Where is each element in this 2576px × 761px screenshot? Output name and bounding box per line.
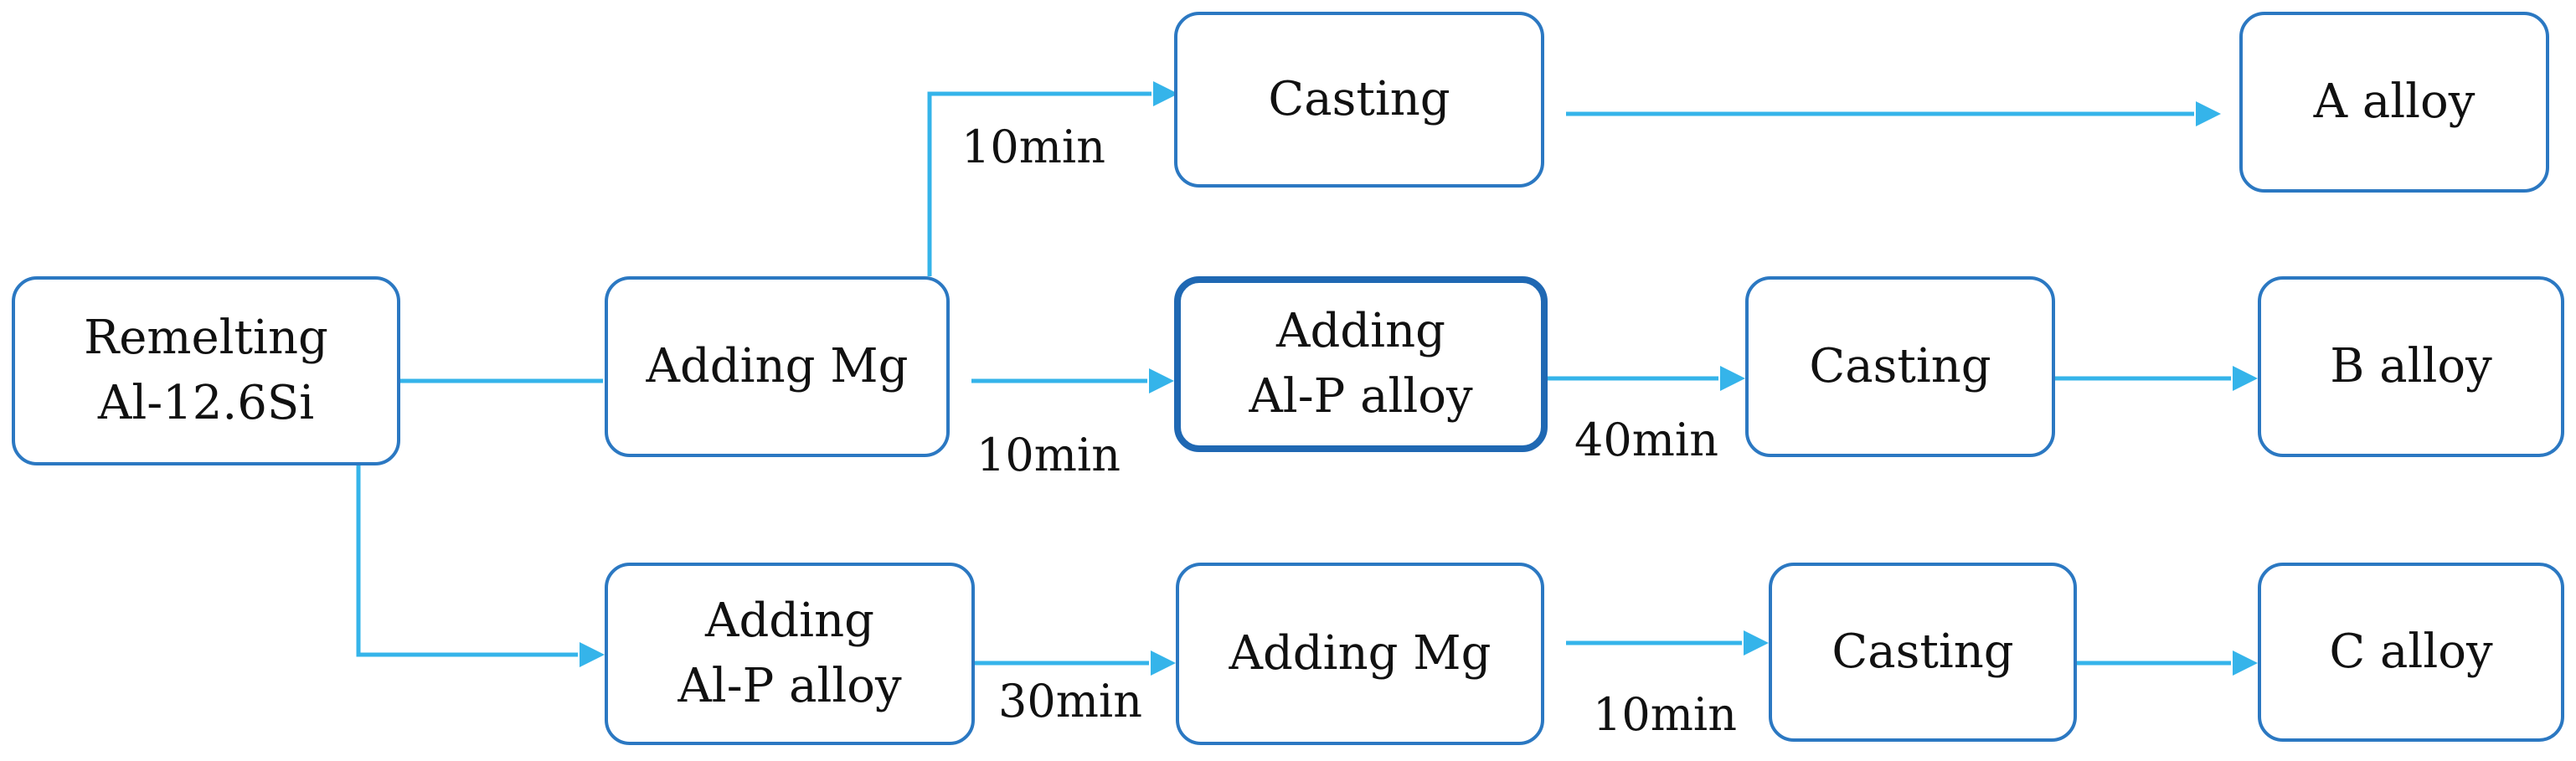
arrow-alp1-to-casting-b xyxy=(1548,366,1745,391)
casting-box-b: Casting xyxy=(1745,276,2055,457)
adding-mg-box-2: Adding Mg xyxy=(1176,563,1544,745)
time-label-alp2-to-mg2: 30min xyxy=(998,675,1142,728)
alloy-c-box: C alloy xyxy=(2258,563,2564,742)
adding-al-p-2-line-1: Adding xyxy=(705,594,874,648)
casting-box-a: Casting xyxy=(1174,12,1544,188)
remelting-line-1: Remelting xyxy=(84,311,328,365)
remelting-box: Remelting Al-12.6Si xyxy=(12,276,400,465)
alloy-a-label: A alloy xyxy=(2313,75,2476,129)
arrow-remelt-to-mg1 xyxy=(400,368,630,393)
adding-al-p-box-1: Adding Al-P alloy xyxy=(1174,276,1548,452)
alloy-b-label: B alloy xyxy=(2330,339,2492,393)
adding-mg-label-1: Adding Mg xyxy=(646,339,909,393)
time-label-alp1-to-casting-b: 40min xyxy=(1574,414,1718,466)
arrow-alp2-to-mg2 xyxy=(975,650,1176,676)
casting-label-a: Casting xyxy=(1268,72,1450,126)
adding-al-p-1-line-2: Al-P alloy xyxy=(1249,369,1473,424)
adding-al-p-1-line-1: Adding xyxy=(1276,304,1445,358)
arrow-mg1-to-casting-a xyxy=(927,81,1178,276)
arrow-casting-c-to-alloy-c xyxy=(2077,650,2258,676)
casting-box-c: Casting xyxy=(1769,563,2077,742)
arrow-casting-b-to-alloy-b xyxy=(2055,366,2258,391)
remelting-line-2: Al-12.6Si xyxy=(97,376,315,430)
time-label-mg1-to-casting-a: 10min xyxy=(961,121,1105,173)
arrow-remelt-to-alp2 xyxy=(356,465,605,667)
casting-label-b: Casting xyxy=(1809,339,1991,393)
alloy-c-label: C alloy xyxy=(2329,625,2493,679)
alloy-a-box: A alloy xyxy=(2239,12,2549,193)
adding-al-p-2-line-2: Al-P alloy xyxy=(677,659,902,713)
adding-mg-label-2: Adding Mg xyxy=(1229,626,1492,681)
adding-al-p-box-2: Adding Al-P alloy xyxy=(605,563,975,745)
arrow-mg1-to-alp1 xyxy=(971,368,1174,393)
arrow-mg2-to-casting-c xyxy=(1566,630,1769,656)
time-label-mg1-to-alp1: 10min xyxy=(976,429,1121,481)
time-label-mg2-to-casting-c: 10min xyxy=(1593,688,1737,741)
casting-label-c: Casting xyxy=(1832,625,2014,679)
alloy-b-box: B alloy xyxy=(2258,276,2564,457)
adding-mg-box-1: Adding Mg xyxy=(605,276,950,457)
arrow-casting-a-to-alloy-a xyxy=(1566,101,2221,126)
